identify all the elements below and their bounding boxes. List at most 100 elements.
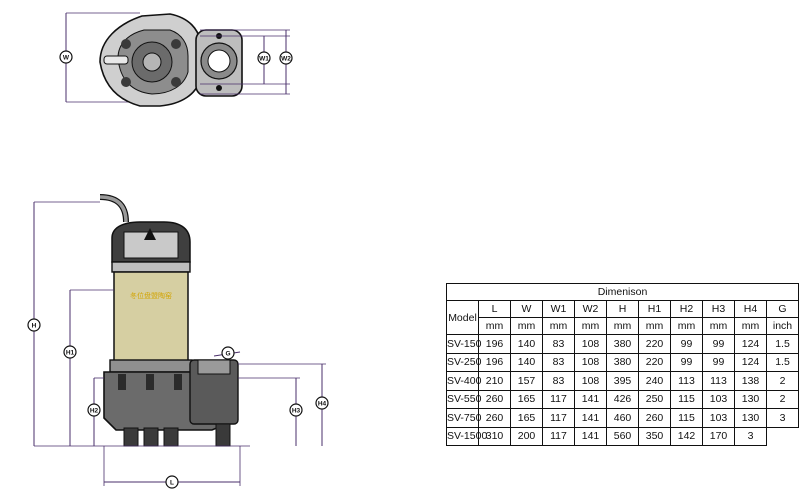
column-header: H3 <box>702 300 735 318</box>
w1-label: W1 <box>257 51 271 65</box>
value-cell: 124 <box>734 352 767 372</box>
value-cell: 140 <box>510 334 543 354</box>
value-cell: 103 <box>702 389 735 409</box>
w2-label: W2 <box>279 51 293 65</box>
svg-text:H: H <box>32 323 37 330</box>
value-cell: 196 <box>478 352 511 372</box>
h3-label: H3 <box>289 403 303 417</box>
value-cell: 142 <box>670 426 703 446</box>
value-cell: 460 <box>606 408 639 428</box>
value-cell: 117 <box>542 389 575 409</box>
side-view: 冬位盘盟陶窑 H <box>27 194 329 489</box>
value-cell: 3 <box>734 426 767 446</box>
h1-label: H1 <box>63 345 77 359</box>
svg-text:L: L <box>170 480 174 487</box>
value-cell: 250 <box>638 389 671 409</box>
value-cell: 196 <box>478 334 511 354</box>
value-cell: 140 <box>510 352 543 372</box>
model-cell: SV-550 <box>446 389 481 409</box>
value-cell: 157 <box>510 371 543 391</box>
value-cell: 124 <box>734 334 767 354</box>
svg-text:W: W <box>63 55 70 62</box>
value-cell: 220 <box>638 352 671 372</box>
value-cell: 200 <box>510 426 543 446</box>
unit-cell: inch <box>766 317 799 335</box>
svg-text:W2: W2 <box>281 56 291 63</box>
unit-cell: mm <box>606 317 639 335</box>
value-cell: 130 <box>734 389 767 409</box>
value-cell: 395 <box>606 371 639 391</box>
unit-cell: mm <box>542 317 575 335</box>
value-cell: 220 <box>638 334 671 354</box>
value-cell: 99 <box>702 352 735 372</box>
value-cell: 99 <box>670 352 703 372</box>
column-header: H <box>606 300 639 318</box>
value-cell: 380 <box>606 352 639 372</box>
discharge-flange <box>195 29 243 97</box>
model-cell: SV-400 <box>446 371 481 391</box>
unit-cell: mm <box>734 317 767 335</box>
value-cell: 113 <box>670 371 703 391</box>
value-cell: 115 <box>670 408 703 428</box>
unit-cell: mm <box>478 317 511 335</box>
model-cell: SV-750 <box>446 408 481 428</box>
value-cell: 108 <box>574 334 607 354</box>
value-cell: 99 <box>670 334 703 354</box>
pump-top-body <box>99 13 201 107</box>
h4-label: H4 <box>315 396 329 410</box>
column-header: H1 <box>638 300 671 318</box>
column-header: G <box>766 300 799 318</box>
column-header: W <box>510 300 543 318</box>
value-cell: 426 <box>606 389 639 409</box>
svg-text:H1: H1 <box>66 350 75 357</box>
value-cell: 83 <box>542 352 575 372</box>
value-cell: 1.5 <box>766 334 799 354</box>
svg-text:H3: H3 <box>292 408 301 415</box>
value-cell: 138 <box>734 371 767 391</box>
value-cell: 117 <box>542 408 575 428</box>
model-header: Model <box>446 300 479 335</box>
value-cell: 380 <box>606 334 639 354</box>
value-cell: 141 <box>574 408 607 428</box>
value-cell: 210 <box>478 371 511 391</box>
column-header: H4 <box>734 300 767 318</box>
svg-text:G: G <box>225 351 230 358</box>
brand-text: 冬位盘盟陶窑 <box>130 291 172 300</box>
value-cell: 83 <box>542 371 575 391</box>
model-cell: SV-250 <box>446 352 481 372</box>
value-cell: 350 <box>638 426 671 446</box>
value-cell: 560 <box>606 426 639 446</box>
svg-text:H4: H4 <box>318 401 327 408</box>
value-cell: 170 <box>702 426 735 446</box>
h2-label: H2 <box>87 403 101 417</box>
value-cell: 141 <box>574 426 607 446</box>
l-label: L <box>165 475 179 489</box>
value-cell: 117 <box>542 426 575 446</box>
value-cell: 113 <box>702 371 735 391</box>
value-cell: 1.5 <box>766 352 799 372</box>
column-header: L <box>478 300 511 318</box>
value-cell: 2 <box>766 371 799 391</box>
unit-cell: mm <box>510 317 543 335</box>
unit-cell: mm <box>670 317 703 335</box>
w-label: W <box>59 50 73 64</box>
value-cell: 3 <box>766 408 799 428</box>
value-cell: 310 <box>478 426 511 446</box>
unit-cell: mm <box>702 317 735 335</box>
value-cell: 260 <box>478 389 511 409</box>
unit-cell: mm <box>638 317 671 335</box>
value-cell: 141 <box>574 389 607 409</box>
value-cell: 165 <box>510 408 543 428</box>
unit-cell: mm <box>574 317 607 335</box>
value-cell: 260 <box>478 408 511 428</box>
